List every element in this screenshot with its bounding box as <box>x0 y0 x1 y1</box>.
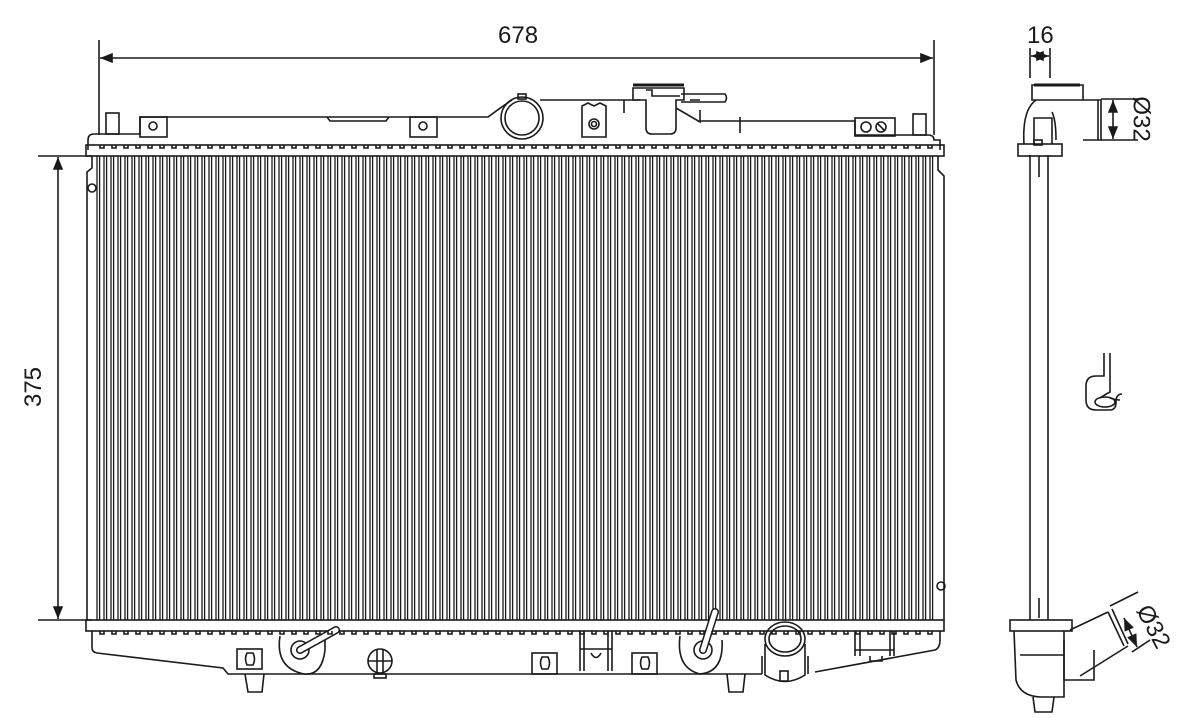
core-fins <box>96 156 934 620</box>
width-dimension-label: 678 <box>498 22 539 49</box>
height-dimension <box>38 155 92 621</box>
header-teeth <box>99 145 933 635</box>
side-view <box>1009 48 1151 713</box>
core-side-plates <box>86 156 946 620</box>
bottom-tank <box>91 608 941 693</box>
bottom-header-plate <box>85 619 945 632</box>
height-dimension-label: 375 <box>20 366 48 408</box>
inlet-diameter-label: Ø32 <box>1127 96 1155 142</box>
top-header-plate <box>85 144 945 157</box>
top-tank <box>87 83 941 150</box>
core-depth-dimension-label: 16 <box>1027 22 1054 49</box>
width-dimension <box>98 40 935 135</box>
